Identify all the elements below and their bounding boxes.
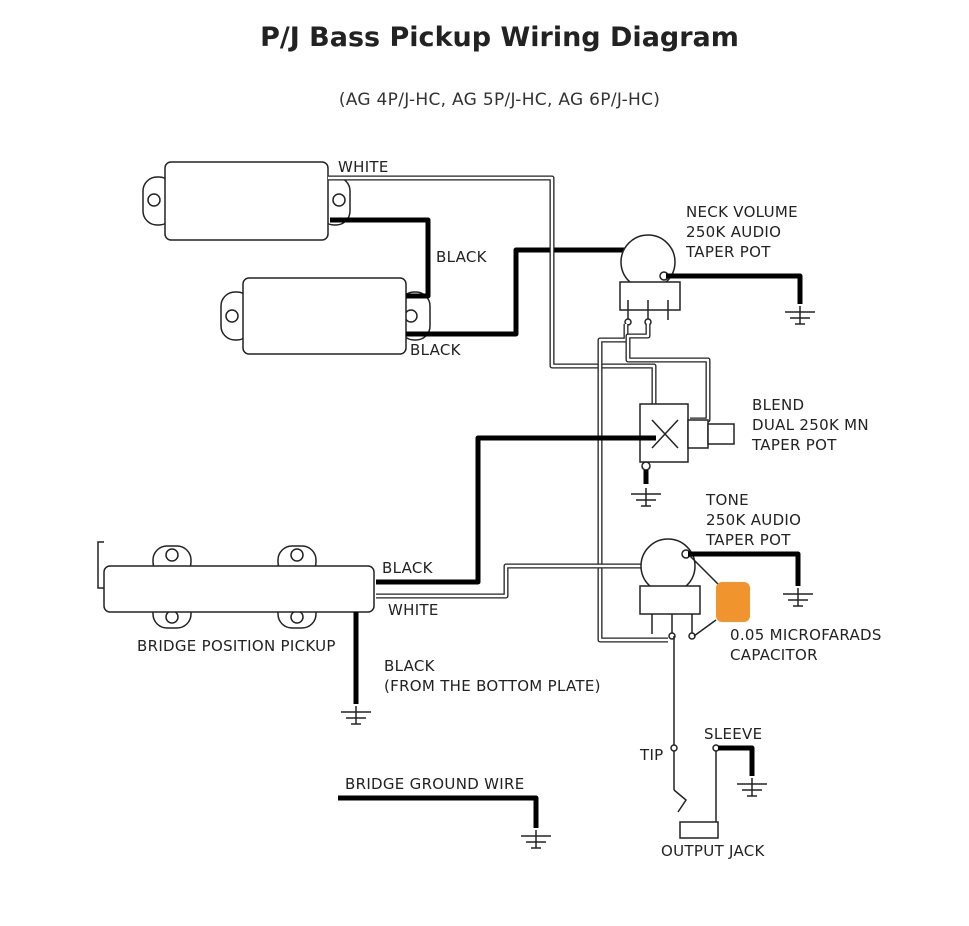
neck-volume-ground-wire (666, 273, 803, 304)
capacitor (716, 582, 750, 622)
neck-pickup-lower (220, 277, 431, 355)
label-blend-1: BLEND (752, 396, 804, 414)
label-tone-2: 250K AUDIO (706, 511, 801, 529)
label-bridge-ground: BRIDGE GROUND WIRE (345, 775, 524, 793)
label-tone-3: TAPER POT (705, 531, 791, 549)
diagram-title: P/J Bass Pickup Wiring Diagram (260, 22, 739, 53)
bridge-ground-wire (338, 795, 539, 828)
label-blend-3: TAPER POT (751, 436, 837, 454)
black-wire-neck-link (330, 217, 431, 299)
label-neck-volume-2: 250K AUDIO (686, 223, 781, 241)
sleeve-ground-wire (718, 745, 755, 776)
label-neck-volume-3: TAPER POT (685, 243, 771, 261)
black-wire-neck-to-volume (406, 247, 632, 337)
label-bridge-white: WHITE (388, 601, 439, 619)
bridge-pickup (97, 541, 375, 629)
label-output-jack: OUTPUT JACK (661, 842, 766, 860)
label-capacitor-2: CAPACITOR (730, 646, 818, 664)
label-neck-volume-1: NECK VOLUME (686, 203, 798, 221)
label-black-mid: BLACK (436, 248, 488, 266)
label-capacitor-1: 0.05 MICROFARADS (730, 626, 882, 644)
blend-pot (639, 403, 735, 471)
tone-ground-wire (688, 551, 801, 586)
label-black-low: BLACK (410, 341, 462, 359)
label-tip: TIP (639, 746, 664, 764)
label-white-top: WHITE (338, 158, 389, 176)
label-bridge-pickup: BRIDGE POSITION PICKUP (137, 637, 336, 655)
neck-pickup-upper (142, 161, 351, 241)
label-bottom-black-2: (FROM THE BOTTOM PLATE) (384, 677, 601, 695)
output-jack (673, 744, 720, 839)
label-sleeve: SLEEVE (704, 725, 762, 743)
label-bridge-black: BLACK (382, 559, 434, 577)
neck-volume-pot (619, 234, 681, 326)
diagram-subtitle: (AG 4P/J-HC, AG 5P/J-HC, AG 6P/J-HC) (338, 90, 661, 110)
tone-pot (639, 538, 701, 640)
label-bottom-black-1: BLACK (384, 657, 436, 675)
black-wire-bridge-to-blend (376, 435, 656, 585)
label-tone-1: TONE (705, 491, 749, 509)
label-blend-2: DUAL 250K MN (752, 416, 869, 434)
